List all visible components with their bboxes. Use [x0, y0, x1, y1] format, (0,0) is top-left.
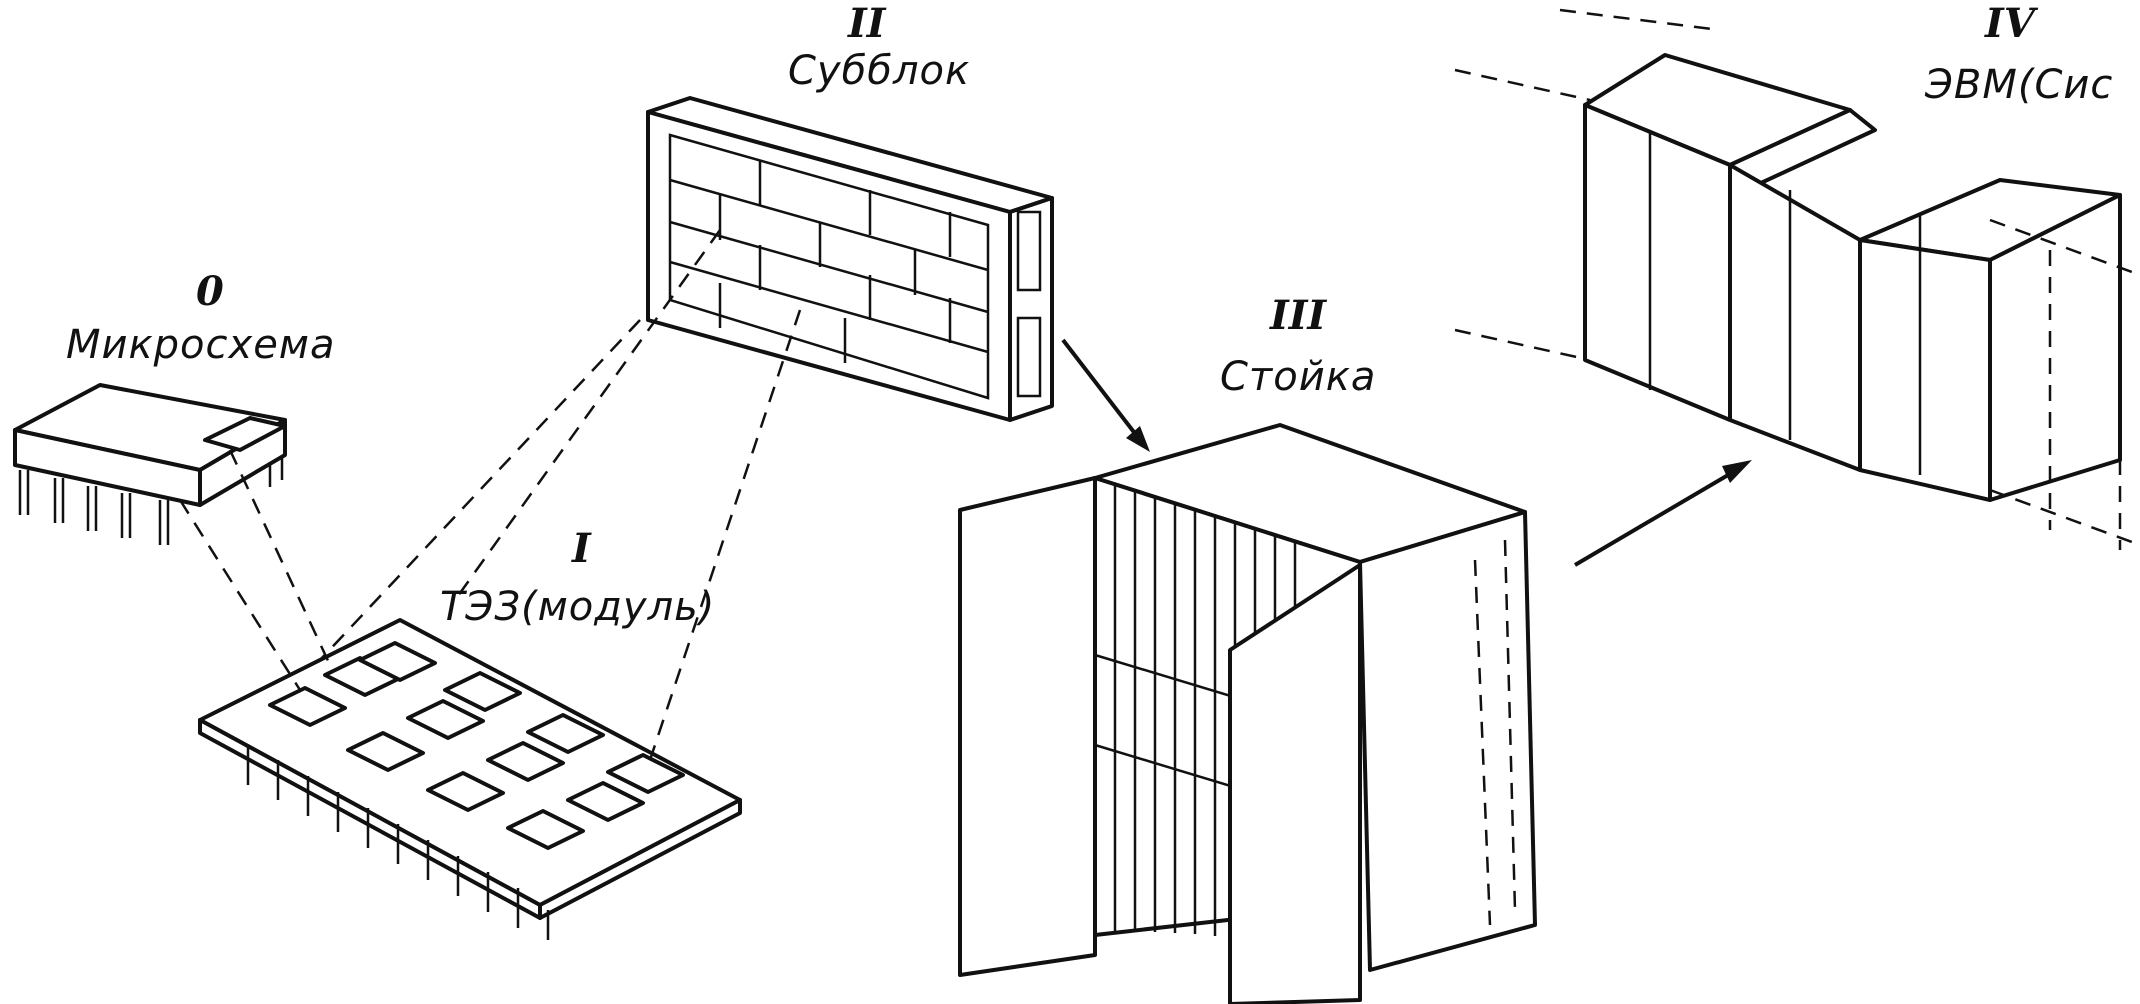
level1-name: ТЭЗ(модуль) [440, 584, 716, 630]
level0-number: 0 [196, 268, 224, 315]
level3-name: Стойка [1220, 354, 1377, 400]
level0-name: Микросхема [66, 322, 336, 368]
level1-number: I [572, 525, 591, 572]
level4-name: ЭВМ(Сис [1925, 62, 2114, 108]
subblock-frame-icon [646, 96, 1054, 422]
level4-number: IV [1985, 0, 2035, 47]
microchip-icon [13, 383, 287, 545]
circuit-board-icon [198, 618, 742, 940]
level2-number: II [848, 0, 886, 47]
level2-name: Субблок [788, 48, 971, 94]
level3-number: III [1270, 292, 1327, 339]
computer-cabinets-icon [1454, 8, 2140, 550]
rack-cabinet-icon [958, 423, 1537, 1004]
